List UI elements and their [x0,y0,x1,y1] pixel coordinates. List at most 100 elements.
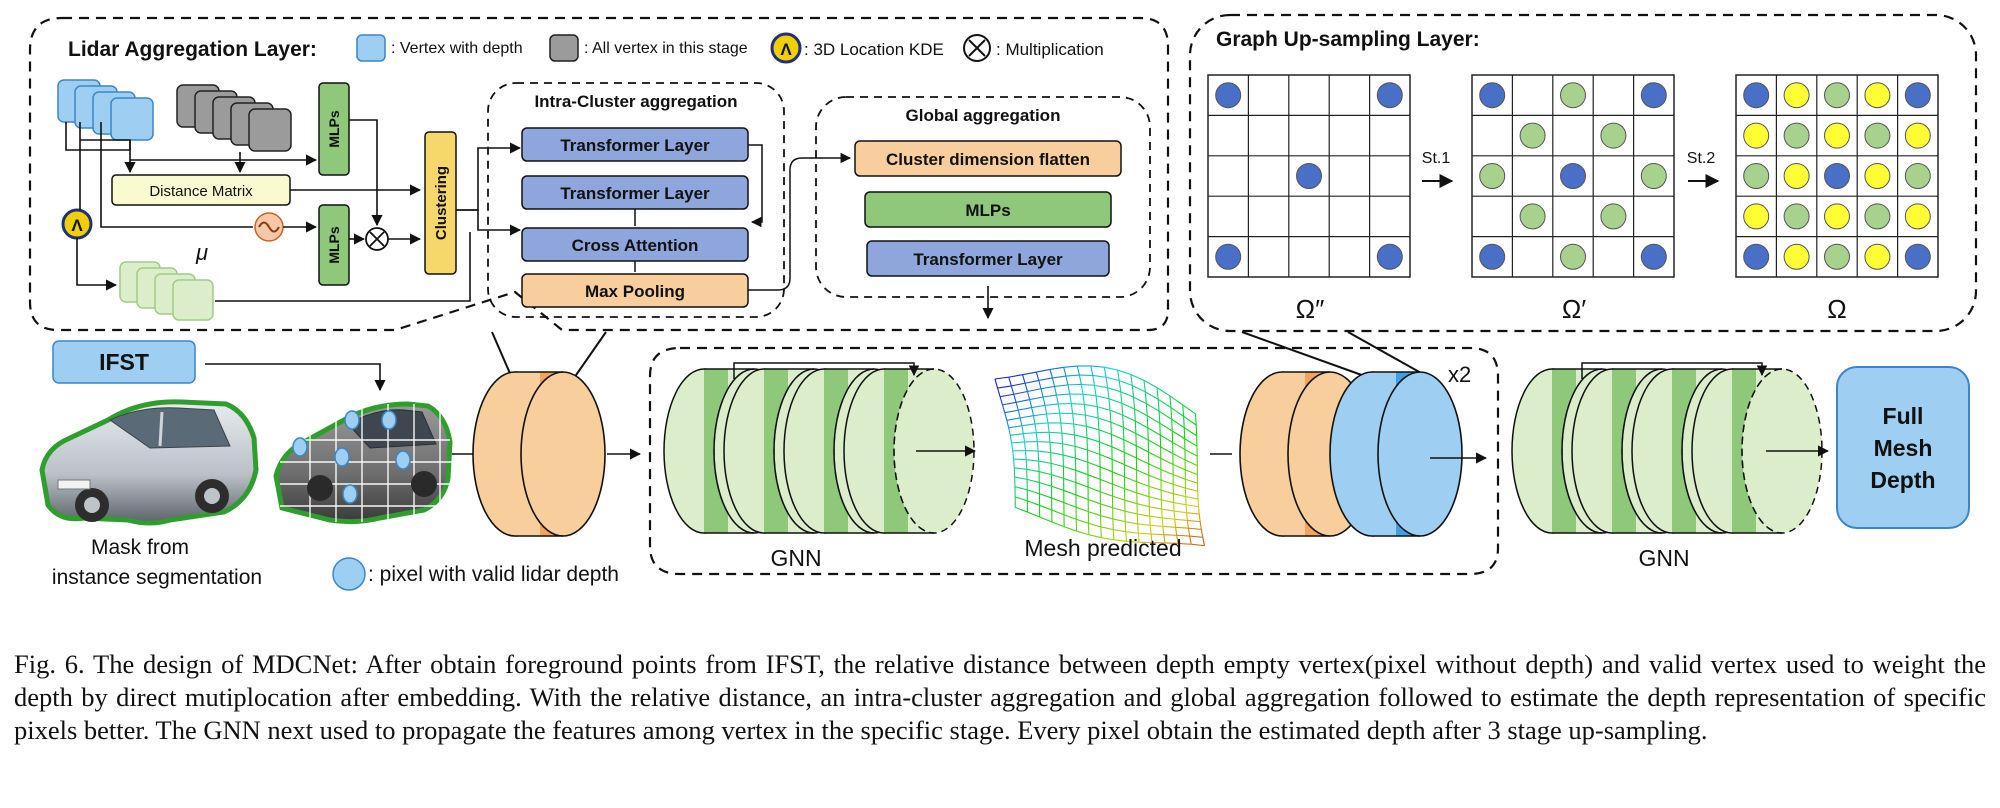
mesh-edge [1169,395,1172,408]
mesh-edge [1023,432,1037,435]
mesh-edge [1137,523,1151,526]
mesh-edge [1133,397,1136,410]
grid-node [1600,203,1627,230]
mesh-edge [1186,520,1189,529]
mesh-edge [1040,385,1055,390]
mesh-edge [1073,423,1076,436]
mesh-edge [1173,493,1186,498]
mesh-edge [1122,415,1124,428]
grid-node [1479,163,1506,189]
mesh-edge [1134,408,1136,422]
mesh-edge [1013,394,1017,403]
mesh-edge [1011,441,1025,444]
mesh-edge [1173,483,1186,489]
mesh-edge [1014,496,1028,502]
grid-node [1904,203,1931,230]
mesh-edge [1136,503,1150,508]
grid-node [1904,122,1931,149]
mesh-edge [1172,453,1186,461]
mesh-edge [1013,459,1015,468]
lidar-connectors [65,119,522,302]
mesh-edge [1120,391,1123,404]
mesh-edge [1024,450,1027,460]
mesh-edge [1046,413,1049,424]
grid-node [1640,243,1667,270]
grid-node [1824,82,1850,109]
mesh-edge [1162,526,1165,535]
mesh-edge [1136,469,1150,476]
mesh-edge [994,376,1009,380]
mesh-edge [1021,423,1036,427]
multiply-cross [369,231,385,247]
mesh-edge [1063,526,1077,532]
mesh-edge [1035,432,1038,442]
mesh-edge [1053,386,1058,396]
repeat-x2-label: x2 [1448,362,1471,387]
mesh-edge [1137,513,1150,517]
mesh-edge [1172,463,1186,471]
mesh-edge [1133,396,1147,405]
mesh-edge [1112,507,1126,512]
lidar-aggregation-cylinder [472,371,606,537]
mesh-edge [1194,413,1197,426]
gnn-block-1 [663,362,975,534]
mesh-edge [1024,379,1039,384]
mesh-edge [1172,441,1186,451]
grid-node [1783,203,1810,230]
grid-node [1904,243,1931,270]
mesh-edge [1024,383,1028,392]
mesh-edge [1110,422,1112,435]
grid-node [1824,122,1850,149]
grid-node [1560,82,1586,109]
grid-node [1783,122,1810,149]
mesh-edge [1049,431,1062,434]
mesh-edge [1143,379,1158,389]
full-mesh-depth-block [1836,366,1970,529]
mesh-edge [1039,516,1053,523]
mesh-edge [1051,377,1056,387]
mesh-edge [1070,403,1074,414]
mesh-edge [1062,454,1076,459]
grid-node [1743,203,1770,230]
mesh-edge [1149,506,1162,510]
grid-node [1376,82,1403,109]
mesh-edge [1126,540,1140,543]
mesh-edge [1037,441,1051,443]
mesh-edge [1148,496,1162,501]
mesh-edge [1189,535,1192,545]
step1-label: St.1 [1422,150,1451,167]
gnn-label-1: GNN [770,545,821,571]
mesh-edge [1015,506,1028,513]
mesh-edge [1095,395,1110,400]
mesh-edge [1184,449,1198,457]
mesh-edge [1151,533,1164,536]
mdcnet-diagram: Lidar Aggregation Layer: : Vertex with d… [28,13,1978,591]
mesh-edge [1170,407,1173,420]
mesh-edge [1049,442,1052,453]
mesh-edge [1132,385,1146,393]
mesh-edge [1188,527,1202,530]
mesh-edge [1123,439,1137,447]
mesh-edge [1100,515,1114,520]
mesh-edge [1063,489,1077,496]
figure-caption: Fig. 6. The design of MDCNet: After obta… [14,649,1986,745]
full-mesh-depth-line3: Depth [1870,467,1935,493]
mesh-edge [1172,474,1186,480]
mesh-edge [1044,405,1048,415]
mesh-edge [1135,432,1149,441]
mesh-edge [1010,385,1015,395]
grid-node [1743,163,1770,189]
mesh-edge [1178,542,1192,545]
mesh-edge [1096,406,1099,419]
clustering-block [424,131,457,275]
mesh-edge [1076,518,1089,524]
mesh-edge [1002,401,1017,406]
mesh-edge [1160,489,1174,495]
valid-pixel-legend-icon [332,557,366,591]
mesh-edge [1112,483,1125,490]
mesh-edge [1145,391,1159,400]
mesh-edge [1174,518,1188,521]
mesh-edge [1075,469,1089,476]
grid-node [1743,122,1770,149]
